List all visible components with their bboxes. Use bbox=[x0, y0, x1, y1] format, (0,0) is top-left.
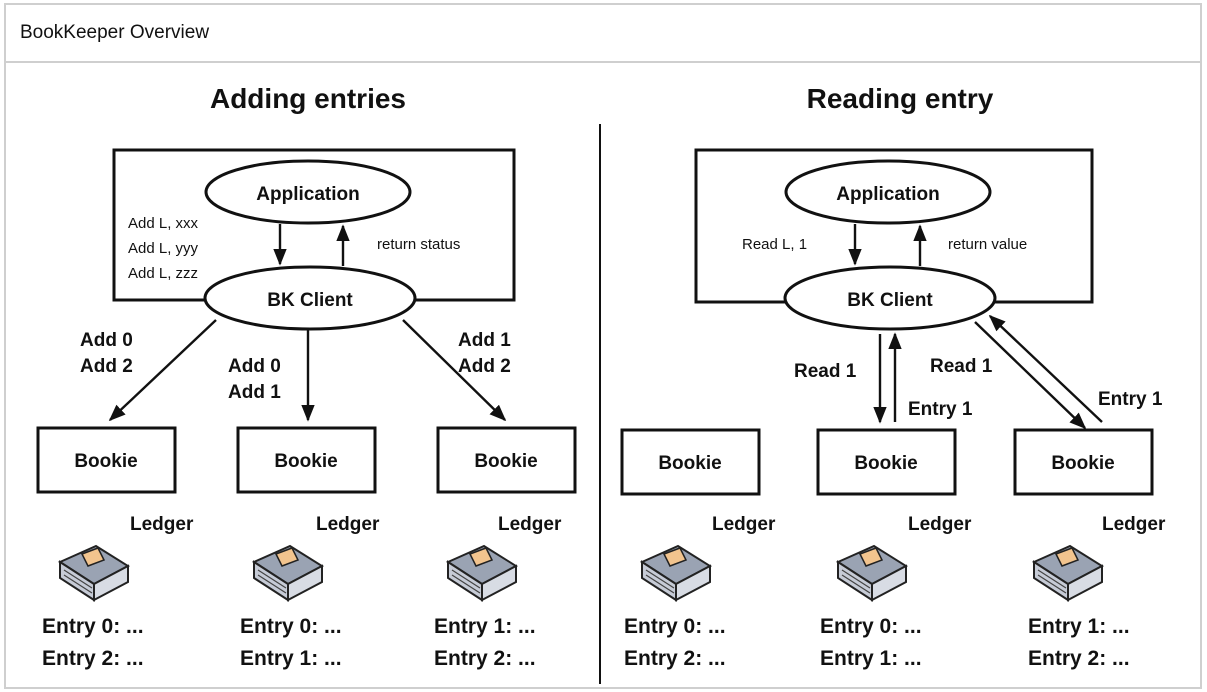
right-client-label: BK Client bbox=[847, 290, 933, 311]
left-ledger-label-3: Ledger bbox=[498, 514, 562, 535]
left-ledger-book-icon-3 bbox=[447, 545, 517, 601]
right-bookie-1 bbox=[620, 428, 761, 496]
left-request-3: Add L, zzz bbox=[128, 265, 198, 282]
left-client-node bbox=[203, 265, 417, 331]
right-read-label-2: Read 1 bbox=[930, 356, 993, 377]
left-client-label: BK Client bbox=[267, 290, 353, 311]
left-arrow-bookie-3 bbox=[402, 319, 507, 422]
right-ledger-book-icon-2 bbox=[837, 545, 907, 601]
right-ledger-label-3: Ledger bbox=[1102, 514, 1166, 535]
left-entry-3a: Entry 1: ... bbox=[434, 615, 536, 638]
left-arrow-label-3b: Add 2 bbox=[458, 356, 511, 377]
right-bookie-3 bbox=[1013, 428, 1154, 496]
figure-frame: BookKeeper Overview bbox=[4, 3, 1202, 689]
right-ledger-book-icon-1 bbox=[641, 545, 711, 601]
right-entry-3b: Entry 2: ... bbox=[1028, 647, 1130, 670]
left-entry-2b: Entry 1: ... bbox=[240, 647, 342, 670]
left-arrow-label-2b: Add 1 bbox=[228, 382, 281, 403]
right-request-label: Read L, 1 bbox=[742, 236, 807, 253]
left-application-label: Application bbox=[256, 184, 359, 205]
right-entry-3a: Entry 1: ... bbox=[1028, 615, 1130, 638]
left-ledger-book-icon-2 bbox=[253, 545, 323, 601]
right-title: Reading entry bbox=[807, 83, 994, 114]
right-bookie-3-label: Bookie bbox=[1051, 453, 1114, 474]
left-bookie-2 bbox=[236, 426, 377, 494]
right-read-arrow-2 bbox=[974, 321, 1087, 430]
right-ledger-label-2: Ledger bbox=[908, 514, 972, 535]
left-ledger-label-1: Ledger bbox=[130, 514, 194, 535]
right-return-label: return value bbox=[948, 236, 1027, 253]
left-bookie-1-label: Bookie bbox=[74, 451, 137, 472]
right-read-label-1: Read 1 bbox=[794, 361, 857, 382]
right-entry-arrow-2 bbox=[988, 314, 1103, 423]
left-bookie-3-label: Bookie bbox=[474, 451, 537, 472]
right-client-node bbox=[783, 265, 997, 331]
left-title: Adding entries bbox=[210, 83, 406, 114]
left-entry-2a: Entry 0: ... bbox=[240, 615, 342, 638]
left-entry-3b: Entry 2: ... bbox=[434, 647, 536, 670]
left-arrow-label-2a: Add 0 bbox=[228, 356, 281, 377]
left-arrow-label-1b: Add 2 bbox=[80, 356, 133, 377]
left-ledger-book-icon-1 bbox=[59, 545, 129, 601]
left-arrow-label-3a: Add 1 bbox=[458, 330, 511, 351]
left-entry-1a: Entry 0: ... bbox=[42, 615, 144, 638]
right-entry-label-2: Entry 1 bbox=[1098, 389, 1163, 410]
right-entry-1a: Entry 0: ... bbox=[624, 615, 726, 638]
figure-caption: BookKeeper Overview bbox=[20, 22, 210, 43]
left-bookie-2-label: Bookie bbox=[274, 451, 337, 472]
left-return-label: return status bbox=[377, 236, 460, 253]
right-bookie-2-label: Bookie bbox=[854, 453, 917, 474]
right-bookie-2 bbox=[816, 428, 957, 496]
right-ledger-label-1: Ledger bbox=[712, 514, 776, 535]
left-ledger-label-2: Ledger bbox=[316, 514, 380, 535]
left-request-2: Add L, yyy bbox=[128, 240, 199, 257]
left-application-node bbox=[204, 159, 412, 225]
right-entry-1b: Entry 2: ... bbox=[624, 647, 726, 670]
left-bookie-1 bbox=[36, 426, 177, 494]
right-application-label: Application bbox=[836, 184, 939, 205]
left-arrow-bookie-1 bbox=[108, 319, 217, 422]
left-arrow-label-1a: Add 0 bbox=[80, 330, 133, 351]
right-application-node bbox=[784, 159, 992, 225]
caption-bar: BookKeeper Overview bbox=[6, 5, 1200, 63]
left-bookie-3 bbox=[436, 426, 577, 494]
right-entry-2b: Entry 1: ... bbox=[820, 647, 922, 670]
right-entry-label-1: Entry 1 bbox=[908, 399, 973, 420]
right-ledger-book-icon-3 bbox=[1033, 545, 1103, 601]
left-request-1: Add L, xxx bbox=[128, 215, 199, 232]
right-bookie-1-label: Bookie bbox=[658, 453, 721, 474]
left-entry-1b: Entry 2: ... bbox=[42, 647, 144, 670]
right-entry-2a: Entry 0: ... bbox=[820, 615, 922, 638]
